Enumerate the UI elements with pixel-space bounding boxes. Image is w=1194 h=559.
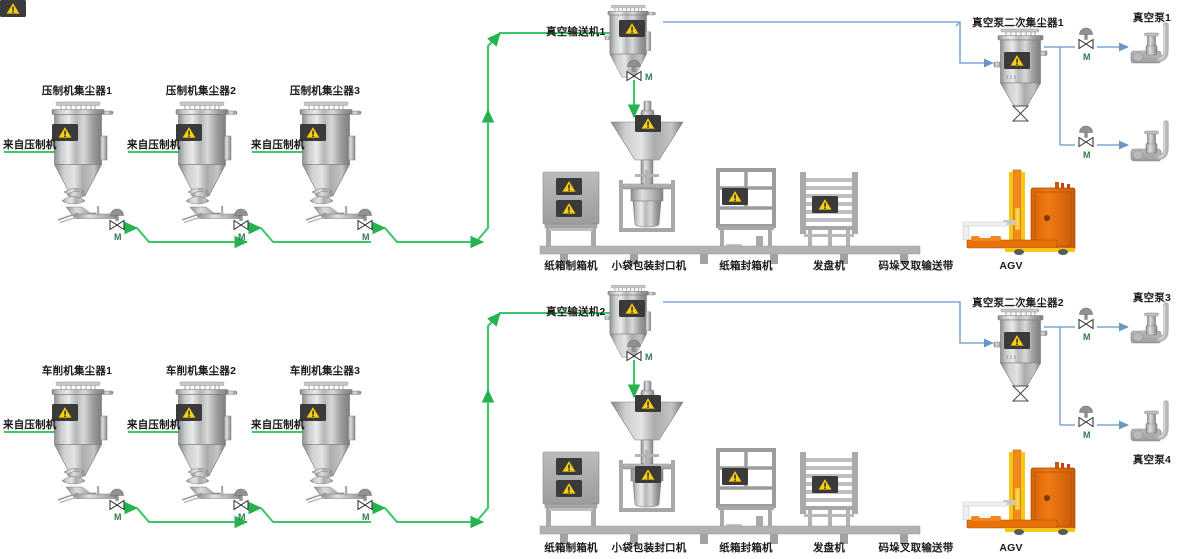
dust-collector-1-2[interactable] bbox=[171, 101, 238, 195]
warning-badge-sealer-1 bbox=[721, 187, 749, 206]
valve-pump-4[interactable] bbox=[1078, 405, 1094, 427]
warning-badge-packer-1a bbox=[634, 114, 662, 133]
dust-collector-2-3[interactable] bbox=[295, 381, 362, 475]
motor-label-valve-1-2: M bbox=[238, 232, 246, 242]
label-vacuum-pump-3: 真空泵3 bbox=[1132, 292, 1172, 304]
warning-badge-secondary-1 bbox=[1003, 51, 1031, 70]
dust-collector-1-3[interactable] bbox=[295, 101, 362, 195]
agv-1[interactable] bbox=[962, 169, 1076, 256]
label-inlet-2-1: 来自压制机 bbox=[3, 419, 57, 431]
label-bag-packer-2: 小袋包装封口机 bbox=[611, 542, 687, 554]
valve-pump-3[interactable] bbox=[1078, 307, 1094, 329]
label-carton-sealer-2: 纸箱封箱机 bbox=[719, 542, 773, 554]
screw-conveyor-1-1 bbox=[57, 187, 119, 224]
screw-conveyor-1-3 bbox=[305, 187, 367, 224]
label-inlet-1-3: 来自压制机 bbox=[251, 139, 305, 151]
warning-badge-packer-1b bbox=[0, 0, 27, 18]
motor-label-valve-2-2: M bbox=[238, 512, 246, 522]
label-inlet-1-2: 来自压制机 bbox=[127, 139, 181, 151]
valve-2-3[interactable] bbox=[357, 488, 373, 510]
dust-collector-1-1[interactable] bbox=[47, 101, 114, 195]
motor-label-valve-2-3: M bbox=[362, 512, 370, 522]
dust-collector-2-2[interactable] bbox=[171, 381, 238, 475]
motor-label-pump-3: M bbox=[1083, 332, 1091, 342]
valve-pump-1[interactable] bbox=[1078, 27, 1094, 49]
warning-badge-sealer-2 bbox=[721, 467, 749, 486]
valve-2-2[interactable] bbox=[233, 488, 249, 510]
warning-badge-conveyor-2 bbox=[618, 299, 646, 318]
vacuum-pump-1[interactable] bbox=[1131, 25, 1166, 63]
label-palletizing-belt-1: 码垛叉取输送带 bbox=[878, 260, 954, 272]
warning-badge-erector-2a bbox=[555, 457, 583, 476]
label-carton-erector-2: 纸箱制箱机 bbox=[544, 542, 598, 554]
vacuum-pump-3[interactable] bbox=[1131, 305, 1166, 343]
label-dust-collector-1-1: 压制机集尘器1 bbox=[41, 85, 113, 97]
label-secondary-collector-1: 真空泵二次集尘器1 bbox=[972, 17, 1064, 29]
label-pallet-dispenser-1: 发盘机 bbox=[812, 260, 846, 272]
motor-label-valve-1-3: M bbox=[362, 232, 370, 242]
valve-1-2[interactable] bbox=[233, 208, 249, 230]
vacuum-pump-2[interactable] bbox=[1131, 123, 1166, 161]
secondary-collector-2[interactable] bbox=[993, 308, 1048, 402]
motor-label-valve-1-1: M bbox=[114, 232, 122, 242]
screw-conveyor-1-2 bbox=[181, 187, 243, 224]
label-inlet-2-3: 来自压制机 bbox=[251, 419, 305, 431]
carton-sealer-2[interactable] bbox=[716, 448, 776, 534]
warning-badge-packer-2a bbox=[634, 394, 662, 413]
label-inlet-2-2: 来自压制机 bbox=[127, 419, 181, 431]
label-vacuum-conveyor-2: 真空输送机2 bbox=[546, 306, 606, 318]
warning-badge-pallet-1 bbox=[811, 195, 839, 214]
label-dust-collector-1-2: 压制机集尘器2 bbox=[165, 85, 237, 97]
vacuum-pump-4[interactable] bbox=[1131, 403, 1166, 441]
powder-pipe-line1 bbox=[4, 26, 641, 249]
motor-label-pump-2: M bbox=[1083, 150, 1091, 160]
valve-1-1[interactable] bbox=[109, 208, 125, 230]
valve-pump-2[interactable] bbox=[1078, 125, 1094, 147]
label-secondary-collector-2: 真空泵二次集尘器2 bbox=[972, 297, 1064, 309]
dust-collector-2-1[interactable] bbox=[47, 381, 114, 475]
label-pallet-dispenser-2: 发盘机 bbox=[812, 542, 846, 554]
screw-conveyor-2-3 bbox=[305, 467, 367, 504]
warning-badge-secondary-2 bbox=[1003, 331, 1031, 350]
label-agv-1: AGV bbox=[999, 260, 1023, 272]
warning-badge-erector-1a bbox=[555, 177, 583, 196]
motor-label-conveyor-2: M bbox=[645, 352, 653, 362]
warning-badge-erector-1b bbox=[555, 199, 583, 218]
label-carton-sealer-1: 纸箱封箱机 bbox=[719, 260, 773, 272]
label-agv-2: AGV bbox=[999, 542, 1023, 554]
warning-badge-pallet-2 bbox=[811, 475, 839, 494]
motor-label-pump-4: M bbox=[1083, 430, 1091, 440]
valve-2-1[interactable] bbox=[109, 488, 125, 510]
powder-pipe-line2 bbox=[4, 306, 641, 529]
motor-label-pump-1: M bbox=[1083, 52, 1091, 62]
label-vacuum-conveyor-1: 真空输送机1 bbox=[546, 26, 606, 38]
label-vacuum-pump-4: 真空泵4 bbox=[1132, 454, 1172, 466]
label-inlet-1-1: 来自压制机 bbox=[3, 139, 57, 151]
label-vacuum-pump-1: 真空泵1 bbox=[1132, 12, 1172, 24]
warning-badge-erector-2b bbox=[555, 479, 583, 498]
screw-conveyor-2-1 bbox=[57, 467, 119, 504]
label-dust-collector-2-2: 车削机集尘器2 bbox=[165, 365, 237, 377]
label-dust-collector-2-1: 车削机集尘器1 bbox=[41, 365, 113, 377]
agv-2[interactable] bbox=[962, 449, 1076, 536]
carton-sealer-1[interactable] bbox=[716, 168, 776, 254]
air-pipe-line1 bbox=[663, 21, 1129, 150]
warning-badge-conveyor-1 bbox=[618, 19, 646, 38]
label-palletizing-belt-2: 码垛叉取输送带 bbox=[878, 542, 954, 554]
air-pipe-line2 bbox=[663, 301, 1129, 430]
label-carton-erector-1: 纸箱制箱机 bbox=[544, 260, 598, 272]
motor-label-conveyor-1: M bbox=[645, 72, 653, 82]
label-dust-collector-2-3: 车削机集尘器3 bbox=[289, 365, 361, 377]
screw-conveyor-2-2 bbox=[181, 467, 243, 504]
warning-badge-packer-2b bbox=[634, 465, 662, 484]
valve-1-3[interactable] bbox=[357, 208, 373, 230]
label-dust-collector-1-3: 压制机集尘器3 bbox=[289, 85, 361, 97]
secondary-collector-1[interactable] bbox=[993, 28, 1048, 122]
label-bag-packer-1: 小袋包装封口机 bbox=[611, 260, 687, 272]
motor-label-valve-2-1: M bbox=[114, 512, 122, 522]
